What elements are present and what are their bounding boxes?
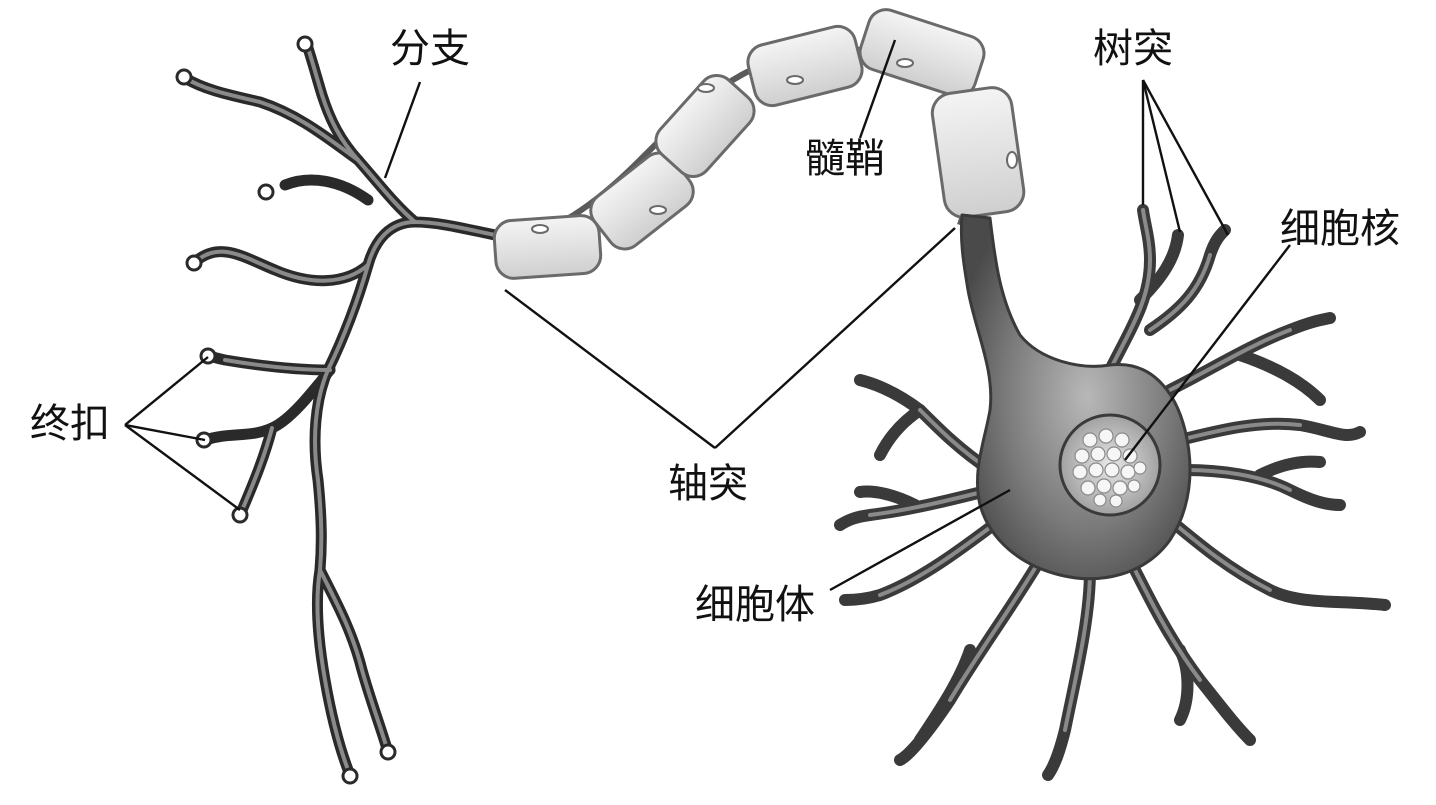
axon-terminal-tree bbox=[175, 35, 501, 785]
label-branch: 分支 bbox=[390, 26, 470, 72]
nucleus-granules bbox=[1072, 428, 1147, 508]
label-nucleus: 细胞核 bbox=[1280, 206, 1400, 252]
label-terminal: 终扣 bbox=[30, 401, 110, 447]
label-dendrite: 树突 bbox=[1093, 26, 1173, 72]
schwann-nuclei bbox=[531, 58, 1018, 234]
label-cell-body: 细胞体 bbox=[695, 582, 815, 628]
label-myelin: 髓鞘 bbox=[805, 136, 885, 182]
label-axon: 轴突 bbox=[668, 461, 748, 507]
myelin-sheath bbox=[492, 8, 1026, 280]
cell-body bbox=[834, 204, 1391, 781]
terminal-knobs bbox=[175, 35, 397, 785]
leader-lines bbox=[124, 39, 1291, 592]
